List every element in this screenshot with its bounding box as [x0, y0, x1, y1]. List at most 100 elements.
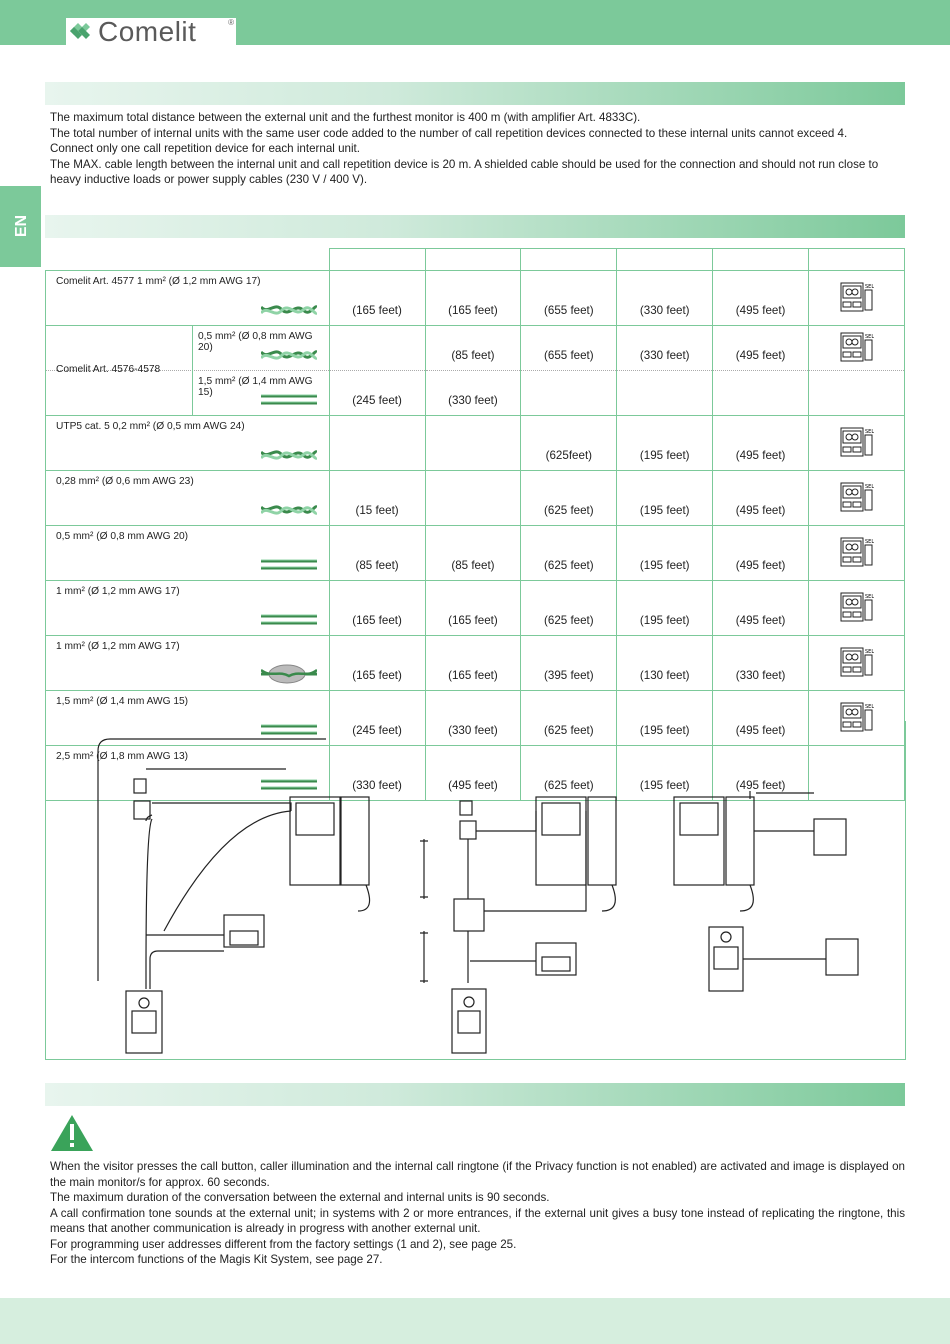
- distance-cell: (495 feet): [712, 690, 810, 746]
- cable-type-cell: UTP5 cat. 5 0,2 mm² (Ø 0,5 mm AWG 24): [45, 415, 330, 471]
- distance-cell: (130 feet): [616, 635, 714, 691]
- distance-cell: (625feet): [520, 415, 618, 471]
- monitor-icon: SEL: [840, 482, 874, 511]
- warning-icon: [50, 1114, 94, 1157]
- distance-cell: (625 feet): [520, 745, 618, 801]
- table-row: 0,5 mm² (Ø 0,8 mm AWG 20)(85 feet)(85 fe…: [45, 525, 905, 581]
- svg-text:SEL: SEL: [865, 484, 874, 490]
- distance-cell: (625 feet): [520, 690, 618, 746]
- operation-line: When the visitor presses the call button…: [50, 1160, 905, 1189]
- distance-cell: [712, 370, 810, 416]
- table-row: 1 mm² (Ø 1,2 mm AWG 17)(165 feet)(165 fe…: [45, 635, 905, 691]
- parallel-wire-icon: [260, 724, 317, 735]
- icon-cell: SEL: [808, 525, 905, 581]
- distance-cell: (330 feet): [616, 325, 714, 371]
- svg-text:SEL: SEL: [865, 649, 874, 655]
- operation-text: When the visitor presses the call button…: [50, 1159, 905, 1268]
- distance-cell: (495 feet): [712, 325, 810, 371]
- twisted-wire-icon: [260, 450, 317, 460]
- distance-cell: [328, 325, 426, 371]
- table-row: 2,5 mm² (Ø 1,8 mm AWG 13) (330 feet)(495 …: [45, 745, 905, 801]
- table-row: UTP5 cat. 5 0,2 mm² (Ø 0,5 mm AWG 24) (62…: [45, 415, 905, 471]
- cable-type-cell: 0,28 mm² (Ø 0,6 mm AWG 23): [45, 470, 330, 526]
- intro-line: Connect only one call repetition device …: [50, 142, 360, 155]
- cable-label: 2,5 mm² (Ø 1,8 mm AWG 13): [56, 751, 189, 762]
- icon-cell: SEL: [808, 270, 905, 326]
- distance-cell: (330 feet): [328, 745, 426, 801]
- distance-cell: (625 feet): [520, 580, 618, 636]
- distance-cell: (195 feet): [616, 525, 714, 581]
- distance-cell: (330 feet): [424, 690, 522, 746]
- system-diagram-svg: [97, 738, 859, 1054]
- svg-text:SEL: SEL: [865, 284, 874, 290]
- monitor-icon: SEL: [840, 647, 874, 676]
- brand-reg: ®: [228, 18, 234, 27]
- cable-label: 1,5 mm² (Ø 1,4 mm AWG 15): [56, 696, 189, 707]
- cable-label: 1 mm² (Ø 1,2 mm AWG 17): [56, 586, 180, 597]
- distance-cell: [424, 470, 522, 526]
- distance-cell: (495 feet): [712, 470, 810, 526]
- monitor-icon: SEL: [840, 592, 874, 621]
- distance-cell: (395 feet): [520, 635, 618, 691]
- cable-type-cell: 1,5 mm² (Ø 1,4 mm AWG 15): [45, 690, 330, 746]
- monitor-icon: SEL: [840, 537, 874, 566]
- cable-sub-label: 1,5 mm² (Ø 1,4 mm AWG 15): [198, 376, 313, 398]
- icon-cell: SEL: [808, 415, 905, 471]
- operation-line: For programming user addresses different…: [50, 1237, 517, 1251]
- distance-cell: (165 feet): [424, 580, 522, 636]
- twisted-wire-icon: [260, 350, 317, 360]
- distance-cell: (330 feet): [712, 635, 810, 691]
- icon-cell: SEL: [808, 325, 905, 371]
- operation-line: A call confirmation tone sounds at the e…: [50, 1206, 905, 1236]
- cable-type-cell: Comelit Art. 4576-4578 0,5 mm² (Ø 0,8 mm …: [45, 325, 330, 375]
- bottom-banner: [0, 1298, 950, 1344]
- svg-text:SEL: SEL: [865, 704, 874, 710]
- distance-cell: [328, 415, 426, 471]
- distance-cell: (495 feet): [712, 415, 810, 471]
- twisted-wire-icon: [260, 505, 317, 515]
- cable-type-cell: 1 mm² (Ø 1,2 mm AWG 17): [45, 580, 330, 636]
- distance-cell: (495 feet): [712, 525, 810, 581]
- cable-table: Comelit Art. 4577 1 mm² (Ø 1,2 mm AWG 17…: [45, 248, 905, 801]
- table-row: 0,28 mm² (Ø 0,6 mm AWG 23)(15 feet)(625 …: [45, 470, 905, 526]
- icon-cell: SEL: [808, 470, 905, 526]
- distance-cell: [616, 370, 714, 416]
- parallel-wire-icon: [260, 614, 317, 625]
- cable-label: Comelit Art. 4576-4578: [56, 364, 161, 375]
- cable-type-cell: Comelit Art. 4577 1 mm² (Ø 1,2 mm AWG 17…: [45, 270, 330, 326]
- icon-cell: [808, 370, 905, 416]
- intro-line: The maximum total distance between the e…: [50, 111, 641, 124]
- monitor-icon: SEL: [840, 702, 874, 731]
- distance-cell: (195 feet): [616, 690, 714, 746]
- section-bar-2: [45, 215, 905, 238]
- distance-cell: (625 feet): [520, 525, 618, 581]
- shielded-wire-icon: [260, 664, 317, 684]
- svg-text:SEL: SEL: [865, 539, 874, 545]
- cable-type-cell: 0,5 mm² (Ø 0,8 mm AWG 20): [45, 525, 330, 581]
- table-row: 1,5 mm² (Ø 1,4 mm AWG 15)(245 feet)(330 …: [45, 370, 905, 416]
- intro-line: The total number of internal units with …: [50, 126, 848, 140]
- icon-cell: SEL: [808, 635, 905, 691]
- cable-label: 0,5 mm² (Ø 0,8 mm AWG 20): [56, 531, 189, 542]
- distance-cell: (655 feet): [520, 325, 618, 371]
- table-row: Comelit Art. 4576-4578 0,5 mm² (Ø 0,8 mm …: [45, 325, 905, 375]
- section-bar-3: [45, 1083, 905, 1106]
- intro-line: The MAX. cable length between the intern…: [50, 157, 879, 187]
- distance-cell: (195 feet): [616, 415, 714, 471]
- distance-cell: (495 feet): [424, 745, 522, 801]
- table-row: 1,5 mm² (Ø 1,4 mm AWG 15)(245 feet)(330 …: [45, 690, 905, 746]
- language-tab[interactable]: EN: [0, 186, 41, 267]
- distance-cell: [424, 415, 522, 471]
- wiring-diagram: [45, 721, 906, 1060]
- distance-cell: (165 feet): [328, 580, 426, 636]
- distance-cell: (85 feet): [424, 525, 522, 581]
- cable-sub-label: 0,5 mm² (Ø 0,8 mm AWG 20): [198, 331, 313, 353]
- parallel-wire-icon: [260, 559, 317, 570]
- distance-cell: (15 feet): [328, 470, 426, 526]
- parallel-wire-icon: [260, 394, 317, 405]
- icon-cell: SEL: [808, 580, 905, 636]
- operation-line: The maximum duration of the conversation…: [50, 1191, 550, 1204]
- section-bar-1: [45, 82, 905, 105]
- distance-cell: (655 feet): [520, 270, 618, 326]
- distance-cell: (245 feet): [328, 370, 426, 416]
